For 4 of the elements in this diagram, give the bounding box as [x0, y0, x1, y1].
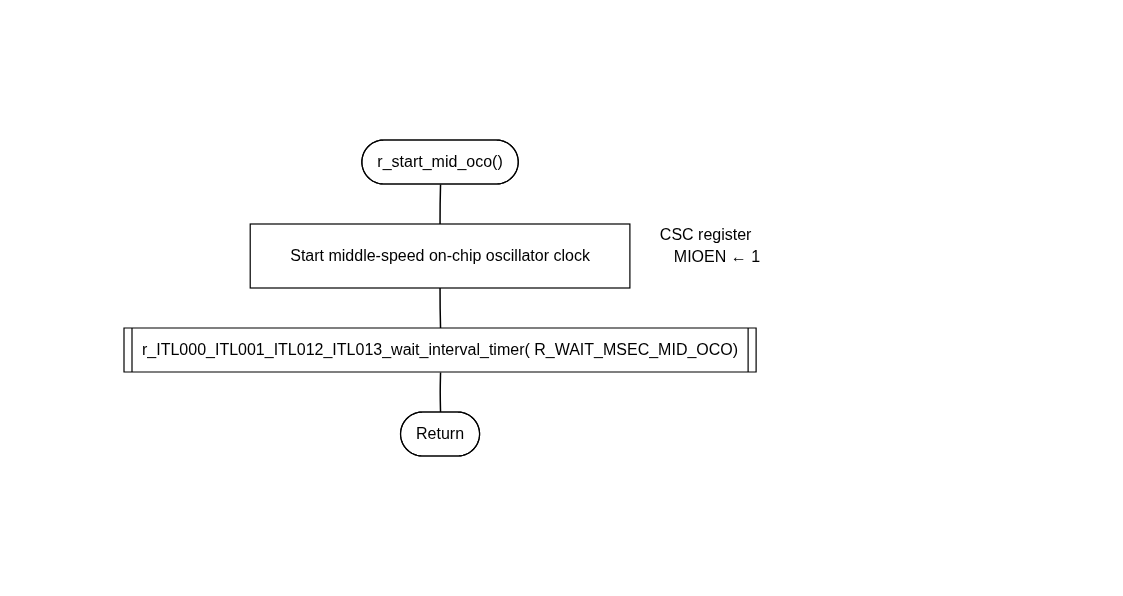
connector: [439, 183, 442, 225]
register-note: CSC register: [659, 225, 753, 245]
register-note: MIOEN ← 1: [672, 247, 761, 267]
node-box: [249, 223, 631, 289]
